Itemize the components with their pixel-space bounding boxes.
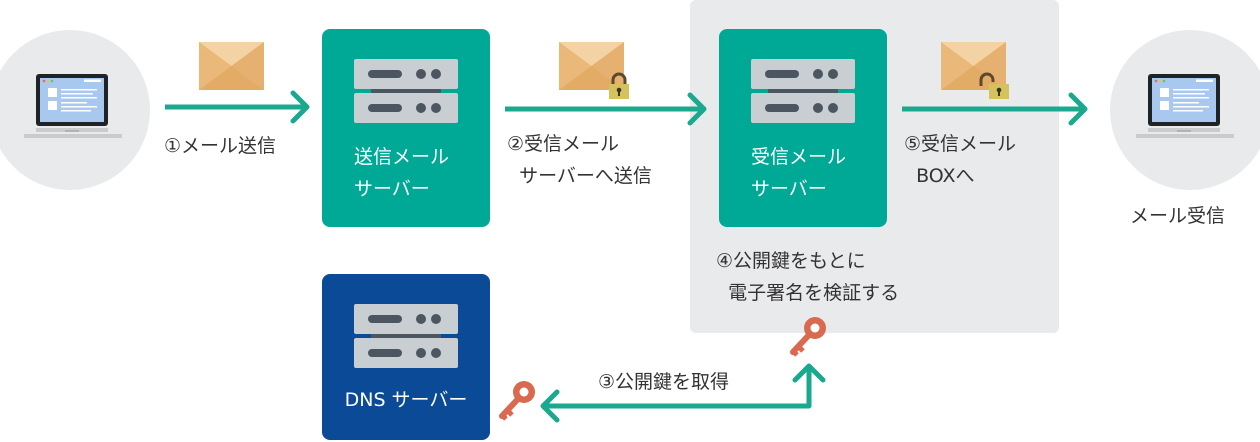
step3-label: ③公開鍵を取得 — [598, 371, 730, 393]
step4-label-line1: ④公開鍵をもとに — [716, 250, 866, 272]
dns-server: DNS サーバー — [322, 274, 490, 440]
locked-envelope-icon — [559, 42, 629, 99]
key-icon — [790, 317, 826, 357]
step2-label-line1: ②受信メール — [507, 133, 620, 155]
unlocked-envelope-icon — [941, 42, 1009, 99]
send-server-label-line2: サーバー — [354, 178, 430, 200]
laptop-icon — [1136, 74, 1234, 138]
arrow-step5 — [902, 92, 1088, 126]
arrow-step1 — [165, 90, 310, 124]
receive-server-label-line2: サーバー — [751, 178, 827, 200]
server-icon — [751, 59, 855, 123]
send-server-label-line1: 送信メール — [354, 146, 450, 168]
step2-label-line2: サーバーへ送信 — [507, 165, 652, 187]
receiver-pc-label: メール受信 — [1130, 205, 1226, 227]
step5-label-line2: BOXへ — [904, 165, 975, 187]
receive-server: 受信メール サーバー — [719, 29, 887, 227]
laptop-icon — [24, 74, 122, 138]
dns-server-label: DNS サーバー — [344, 389, 468, 411]
arrow-step2 — [505, 92, 707, 126]
server-icon — [354, 304, 458, 368]
server-icon — [354, 59, 458, 123]
step4-label-line2: 電子署名を検証する — [716, 282, 900, 304]
arrow-step3 — [540, 363, 826, 423]
send-server: 送信メール サーバー — [322, 29, 490, 227]
step5-label-line1: ⑤受信メール — [904, 133, 1017, 155]
step1-label: ①メール送信 — [164, 135, 277, 157]
key-icon — [499, 381, 535, 421]
envelope-icon — [199, 42, 264, 90]
receive-server-label-line1: 受信メール — [751, 146, 847, 168]
